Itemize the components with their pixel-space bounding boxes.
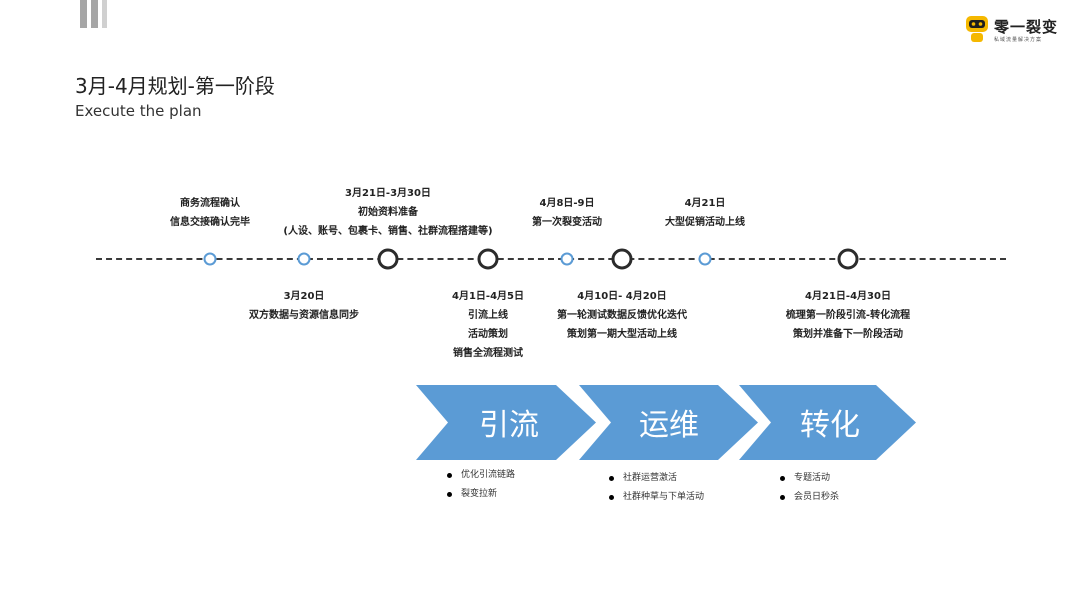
brand-logo: 零一裂变 私域流量解决方案 [964, 14, 1064, 48]
timeline-node-major [611, 248, 633, 270]
timeline-line [96, 258, 1006, 260]
phase-chevron-1 [416, 385, 596, 460]
timeline-event-top: 4月21日 大型促销活动上线 [665, 198, 745, 228]
timeline-event-top: 3月21日-3月30日 初始资料准备 (人设、账号、包裹卡、销售、社群流程搭建等… [283, 188, 493, 237]
list-item: 社群运营激活 [609, 469, 704, 488]
timeline-event-top: 4月8日-9日 第一次裂变活动 [532, 198, 602, 228]
phase-chevron-3 [739, 385, 916, 460]
timeline-event-bottom: 4月21日-4月30日 梳理第一阶段引流-转化流程 策划并准备下一阶段活动 [785, 291, 911, 340]
phase-label: 运维 [639, 408, 699, 443]
logo-brand-text: 零一裂变 [994, 18, 1059, 36]
phase-bullets: 社群运营激活 社群种草与下单活动 [609, 469, 704, 507]
page-title: 3月-4月规划-第一阶段 [75, 74, 275, 98]
timeline-node-major [377, 248, 399, 270]
page-subtitle: Execute the plan [75, 102, 202, 120]
list-item: 社群种草与下单活动 [609, 488, 704, 507]
timeline-event-bottom: 3月20日 双方数据与资源信息同步 [249, 291, 359, 321]
timeline-node-minor [203, 252, 217, 266]
list-item: 优化引流链路 [447, 466, 515, 485]
phase-label: 引流 [479, 408, 539, 443]
timeline-node-minor [297, 252, 311, 266]
timeline-event-bottom: 4月1日-4月5日 引流上线 活动策划 销售全流程测试 [452, 291, 524, 359]
list-item: 会员日秒杀 [780, 488, 839, 507]
logo-tagline: 私域流量解决方案 [994, 37, 1043, 43]
timeline-node-major [477, 248, 499, 270]
robot-mascot-icon [966, 16, 988, 42]
phase-chevrons [416, 385, 916, 460]
decorative-bars [80, 0, 120, 28]
list-item: 专题活动 [780, 469, 839, 488]
phase-label: 转化 [800, 408, 860, 443]
timeline-event-bottom: 4月10日- 4月20日 第一轮测试数据反馈优化迭代 策划第一期大型活动上线 [557, 291, 687, 340]
timeline-node-minor [560, 252, 574, 266]
timeline-node-minor [698, 252, 712, 266]
timeline-node-major [837, 248, 859, 270]
timeline-event-top: 商务流程确认 信息交接确认完毕 [170, 198, 250, 228]
phase-chevron-2 [579, 385, 758, 460]
list-item: 裂变拉新 [447, 485, 515, 504]
phase-bullets: 专题活动 会员日秒杀 [780, 469, 839, 507]
phase-bullets: 优化引流链路 裂变拉新 [447, 466, 515, 504]
